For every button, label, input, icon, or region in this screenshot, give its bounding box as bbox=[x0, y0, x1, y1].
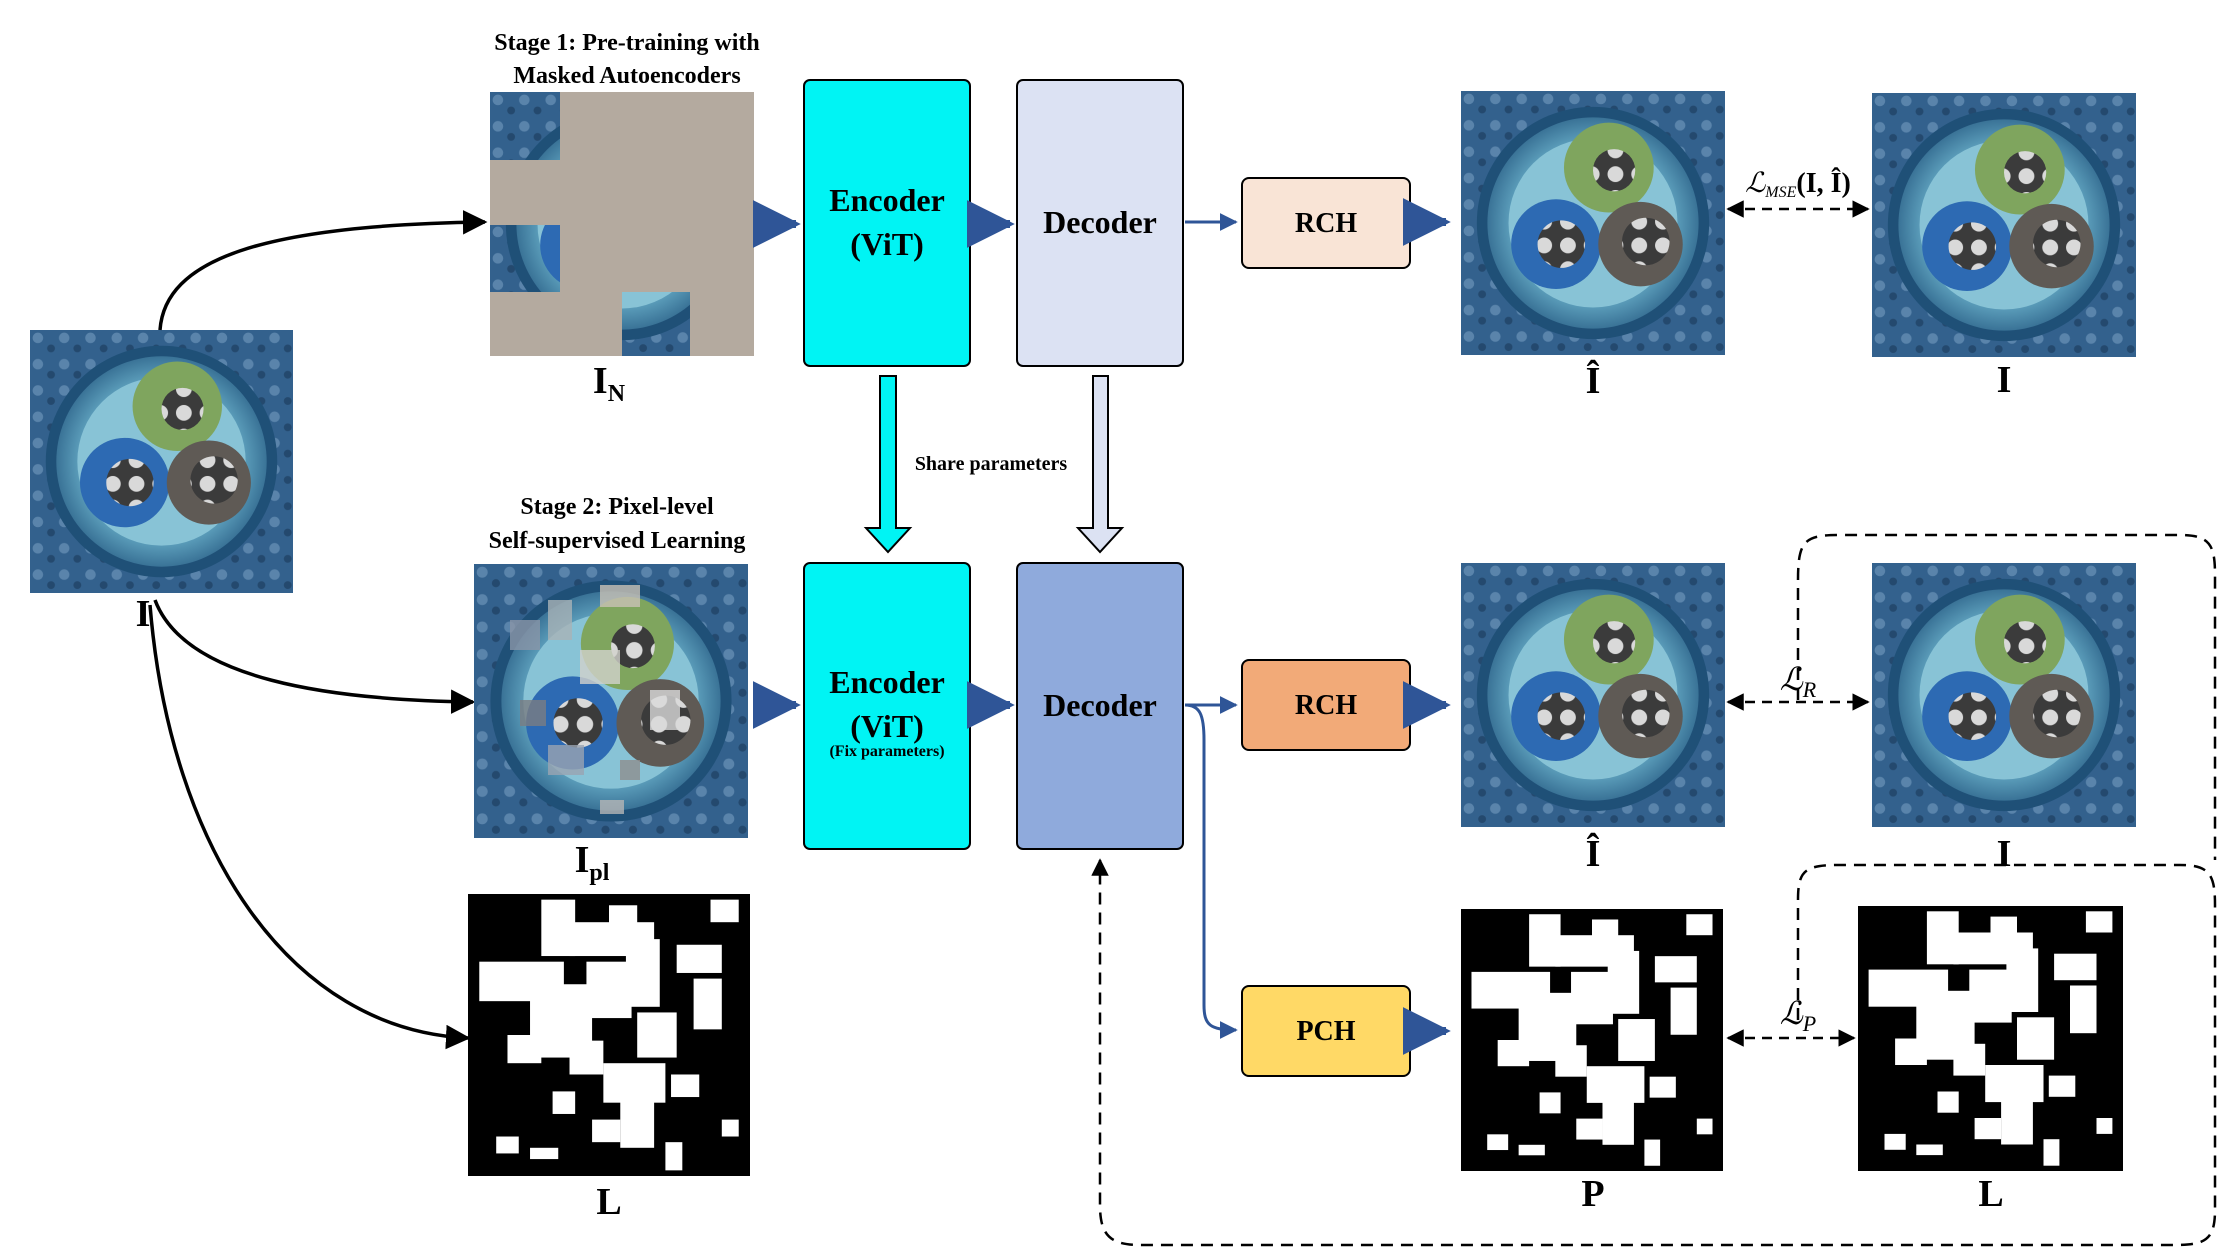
pl-image-label: Ipl bbox=[575, 839, 610, 886]
encoder-bottom-line1: Encoder bbox=[829, 664, 945, 700]
stage2-title-line1: Stage 2: Pixel-level bbox=[520, 494, 714, 520]
rch-bottom-label: RCH bbox=[1295, 690, 1357, 721]
mask-image-right bbox=[1858, 906, 2123, 1171]
encoder-bottom bbox=[803, 562, 971, 850]
anomaly-synthesized-image bbox=[474, 564, 748, 838]
encoder-top-line2: (ViT) bbox=[850, 226, 923, 262]
decoder-top bbox=[1016, 79, 1184, 367]
encoder-bottom-note: (Fix parameters) bbox=[829, 743, 944, 760]
reconstructed-image-bottom bbox=[1461, 563, 1725, 827]
share-arrow-encoder bbox=[863, 375, 913, 554]
feedback-loop-to-decoder bbox=[1091, 858, 2217, 1247]
pch-label: PCH bbox=[1296, 1016, 1355, 1047]
arrow-i-to-mask bbox=[148, 604, 471, 1050]
recon-top-label: Î bbox=[1586, 360, 1601, 402]
target-image-bottom bbox=[1872, 563, 2136, 827]
target-image-top bbox=[1872, 93, 2136, 357]
target-top-label: I bbox=[1997, 359, 2012, 401]
decoder-bottom-label: Decoder bbox=[1043, 687, 1157, 723]
rch-top-label: RCH bbox=[1295, 208, 1357, 239]
mask-left-label: L bbox=[596, 1181, 621, 1223]
stage1-title-line1: Stage 1: Pre-training with bbox=[494, 30, 760, 56]
encoder-bottom-line2: (ViT) bbox=[850, 708, 923, 744]
pred-label: P bbox=[1581, 1173, 1604, 1215]
recon-bottom-label: Î bbox=[1586, 833, 1601, 875]
masked-image-label: IN bbox=[593, 360, 626, 407]
arrow-i-to-pl bbox=[153, 599, 476, 714]
reconstruction-loss-label: ℒR bbox=[1780, 661, 1817, 702]
feedback-loop-reconstruction bbox=[1796, 533, 2217, 860]
mse-loss-label: ℒMSE(I, Î) bbox=[1745, 168, 1851, 201]
arrow-i-to-masked bbox=[158, 210, 488, 331]
reconstructed-image-top bbox=[1461, 91, 1725, 355]
predicted-mask bbox=[1461, 909, 1723, 1171]
share-parameters-label: Share parameters bbox=[915, 453, 1068, 475]
mask-image-left bbox=[468, 894, 750, 1176]
stage1-title-line2: Masked Autoencoders bbox=[513, 63, 740, 89]
decoder-top-label: Decoder bbox=[1043, 204, 1157, 240]
share-arrow-decoder bbox=[1075, 375, 1125, 554]
target-bottom-label: I bbox=[1997, 833, 2012, 875]
prediction-loss-label: ℒP bbox=[1780, 995, 1817, 1036]
masked-image bbox=[490, 92, 754, 356]
mask-right-label: L bbox=[1978, 1173, 2003, 1215]
decoder-bottom bbox=[1016, 562, 1184, 850]
arrow-decoder-pch bbox=[1184, 703, 1238, 1039]
encoder-top bbox=[803, 79, 971, 367]
encoder-top-line1: Encoder bbox=[829, 182, 945, 218]
input-label: I bbox=[136, 593, 151, 635]
input-image bbox=[30, 330, 293, 593]
stage2-title-line2: Self-supervised Learning bbox=[489, 528, 746, 554]
